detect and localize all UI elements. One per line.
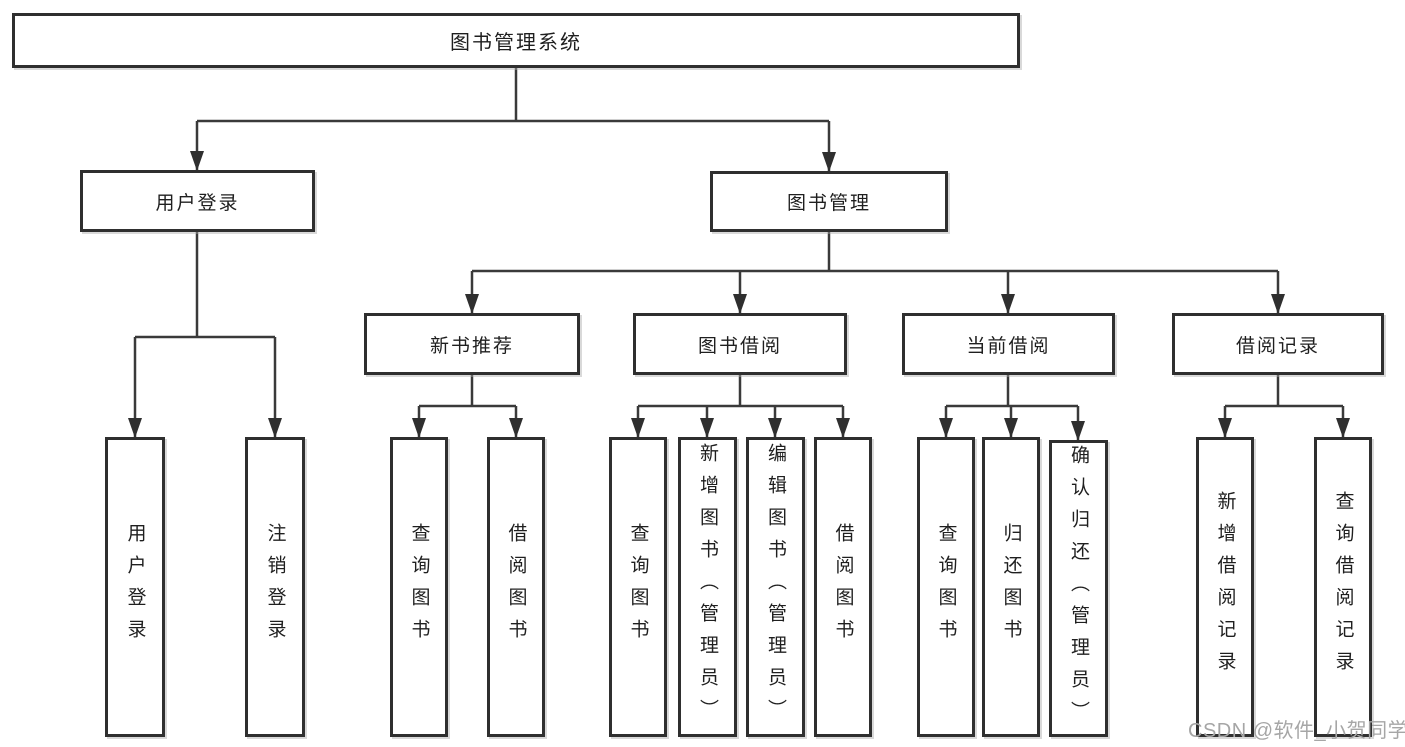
node-new-book-recommend: 新书推荐 <box>364 313 580 375</box>
node-user-login: 用户登录 <box>80 170 315 232</box>
leaf-query-books-borrowing: 查询图书 <box>609 437 667 737</box>
leaf-confirm-return-admin: 确认归还（管理员） <box>1049 440 1108 737</box>
leaf-query-books-current: 查询图书 <box>917 437 975 737</box>
node-library-system: 图书管理系统 <box>12 13 1020 68</box>
leaf-add-borrow-record: 新增借阅记录 <box>1196 437 1254 737</box>
node-book-management: 图书管理 <box>710 171 948 232</box>
leaf-query-borrow-record: 查询借阅记录 <box>1314 437 1372 737</box>
node-borrow-records: 借阅记录 <box>1172 313 1384 375</box>
leaf-borrow-books-recommend: 借阅图书 <box>487 437 545 737</box>
leaf-edit-book-admin: 编辑图书（管理员） <box>746 437 805 737</box>
leaf-logout: 注销登录 <box>245 437 305 737</box>
csdn-watermark: CSDN @软件_小贺同学 <box>1188 720 1405 742</box>
leaf-borrow-books-borrowing: 借阅图书 <box>814 437 872 737</box>
node-book-borrowing: 图书借阅 <box>633 313 847 375</box>
leaf-user-login: 用户登录 <box>105 437 165 737</box>
leaf-add-book-admin: 新增图书（管理员） <box>678 437 737 737</box>
leaf-return-books: 归还图书 <box>982 437 1040 737</box>
node-current-borrowing: 当前借阅 <box>902 313 1115 375</box>
leaf-query-books-recommend: 查询图书 <box>390 437 448 737</box>
